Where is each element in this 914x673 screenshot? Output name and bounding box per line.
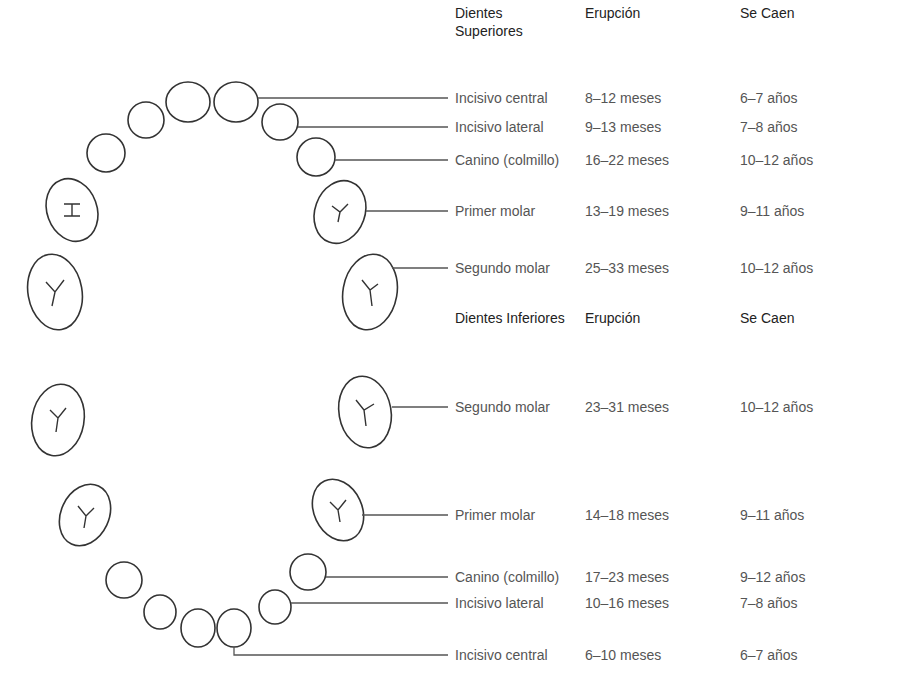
tooth [297,138,335,176]
eruption-age: 16–22 meses [585,151,669,169]
eruption-age: 6–10 meses [585,646,661,664]
column-header: Erupción [585,4,640,22]
shedding-age: 10–12 años [740,151,813,169]
tooth-name: Incisivo central [455,89,548,107]
tooth [87,134,125,172]
tooth-name: Canino (colmillo) [455,151,559,169]
tooth [166,82,210,122]
shedding-age: 6–7 años [740,89,798,107]
leader-line [298,126,448,127]
eruption-age: 23–31 meses [585,398,669,416]
tooth-name: Segundo molar [455,398,550,416]
lower-arch [26,372,397,647]
tooth [22,250,88,334]
shedding-age: 9–11 años [740,202,804,220]
shedding-age: 7–8 años [740,118,798,136]
shedding-age: 9–11 años [740,506,804,524]
tooth [259,590,291,624]
leader-line [326,576,448,577]
tooth [128,102,164,138]
column-header: Se Caen [740,309,794,327]
tooth-name: Segundo molar [455,259,550,277]
tooth-name: Primer molar [455,202,535,220]
leader-lines [234,98,448,655]
tooth [38,171,107,248]
tooth [290,554,326,590]
leader-line [392,406,448,407]
column-header: Dientes Inferiores [455,309,565,327]
tooth [181,609,215,647]
molar-grooves [46,204,378,528]
groove [362,280,378,306]
groove [50,408,66,432]
tooth-name: Incisivo lateral [455,594,544,612]
column-header: Se Caen [740,4,794,22]
eruption-age: 9–13 meses [585,118,661,136]
groove [356,400,374,426]
column-header: Erupción [585,309,640,327]
tooth-name: Primer molar [455,506,535,524]
shedding-age: 10–12 años [740,398,813,416]
tooth [144,595,176,629]
tooth-name: Canino (colmillo) [455,568,559,586]
eruption-age: 14–18 meses [585,506,669,524]
eruption-age: 17–23 meses [585,568,669,586]
tooth [337,250,403,334]
leader-line [335,159,448,160]
leader-line [366,210,448,211]
leader-line [234,647,448,655]
groove [78,506,94,528]
tooth [262,104,298,140]
tooth [306,173,375,250]
leader-line [392,267,448,268]
groove [64,204,80,216]
tooth [217,609,251,647]
shedding-age: 6–7 años [740,646,798,664]
eruption-age: 25–33 meses [585,259,669,277]
groove [330,500,346,522]
leader-line [291,602,448,603]
tooth [26,380,90,460]
tooth [333,372,397,452]
shedding-age: 7–8 años [740,594,798,612]
column-header: Dientes Superiores [455,4,565,40]
eruption-age: 8–12 meses [585,89,661,107]
tooth-name: Incisivo central [455,646,548,664]
leader-line [258,97,448,98]
groove [46,280,64,306]
tooth-name: Incisivo lateral [455,118,544,136]
tooth [106,562,142,598]
leader-line [362,514,448,515]
tooth [214,82,258,122]
eruption-age: 13–19 meses [585,202,669,220]
tooth [303,471,374,549]
tooth [50,476,121,554]
eruption-age: 10–16 meses [585,594,669,612]
shedding-age: 10–12 años [740,259,813,277]
shedding-age: 9–12 años [740,568,805,586]
groove [332,204,348,222]
upper-arch [22,82,403,334]
